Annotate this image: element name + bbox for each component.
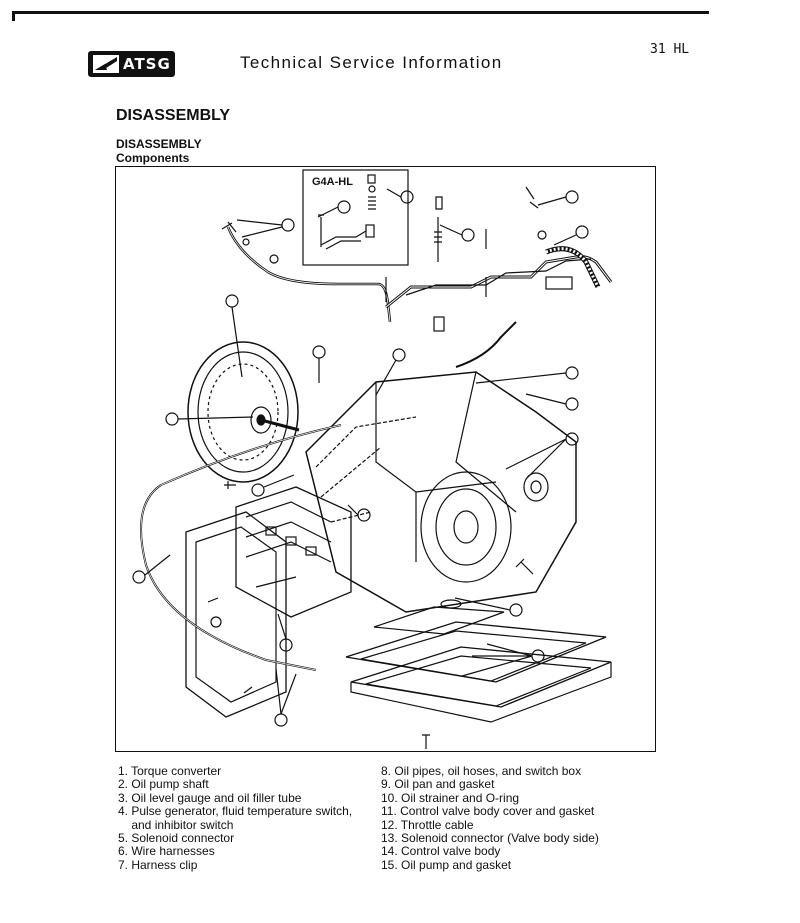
corner-mark [12, 11, 15, 21]
wing-icon [93, 55, 119, 73]
legend-item: 4. Pulse generator, fluid temperature sw… [118, 804, 353, 819]
callouts [132, 188, 589, 727]
legend-item: 3. Oil level gauge and oil filler tube [118, 790, 302, 805]
legend-item: 1. Torque converter [118, 764, 222, 778]
legend-item: 10. Oil strainer and O-ring [381, 790, 520, 805]
legend-left: 1. Torque converter 2. Oil pump shaft 3.… [118, 764, 368, 872]
legend-item: 8. Oil pipes, oil hoses, and switch box [381, 764, 582, 778]
logo-text: ATSG [123, 55, 171, 73]
legend-right: 8. Oil pipes, oil hoses, and switch box … [381, 764, 651, 872]
legend-item: 15. Oil pump and gasket [381, 857, 512, 872]
legend-item: 7. Harness clip [118, 857, 198, 872]
legend-item: 12. Throttle cable [381, 817, 474, 832]
legend-item: 13. Solenoid connector (Valve body side) [381, 831, 599, 846]
legend-item: 14. Control valve body [381, 844, 501, 859]
components-heading: Components [116, 151, 190, 165]
sub-heading-block: DISASSEMBLY Components [116, 137, 202, 165]
section-heading: DISASSEMBLY [116, 107, 231, 124]
top-rule [12, 11, 709, 14]
header-title: Technical Service Information [240, 53, 503, 72]
legend-item: 11. Control valve body cover and gasket [381, 804, 595, 819]
atsg-logo: ATSG [88, 51, 175, 77]
legend-item: 9. Oil pan and gasket [381, 777, 495, 792]
legend-item: 5. Solenoid connector [118, 831, 235, 846]
exploded-view-drawing: G4A-HL [132, 169, 613, 749]
legend-item: 6. Wire harnesses [118, 844, 215, 859]
model-label: G4A-HL [312, 176, 353, 188]
legend-item: and inhibitor switch [118, 817, 234, 832]
page-number: 31 HL [650, 42, 690, 57]
sub-heading: DISASSEMBLY [116, 137, 202, 151]
components-figure: G4A-HL [115, 166, 656, 752]
legend-item: 2. Oil pump shaft [118, 777, 209, 792]
